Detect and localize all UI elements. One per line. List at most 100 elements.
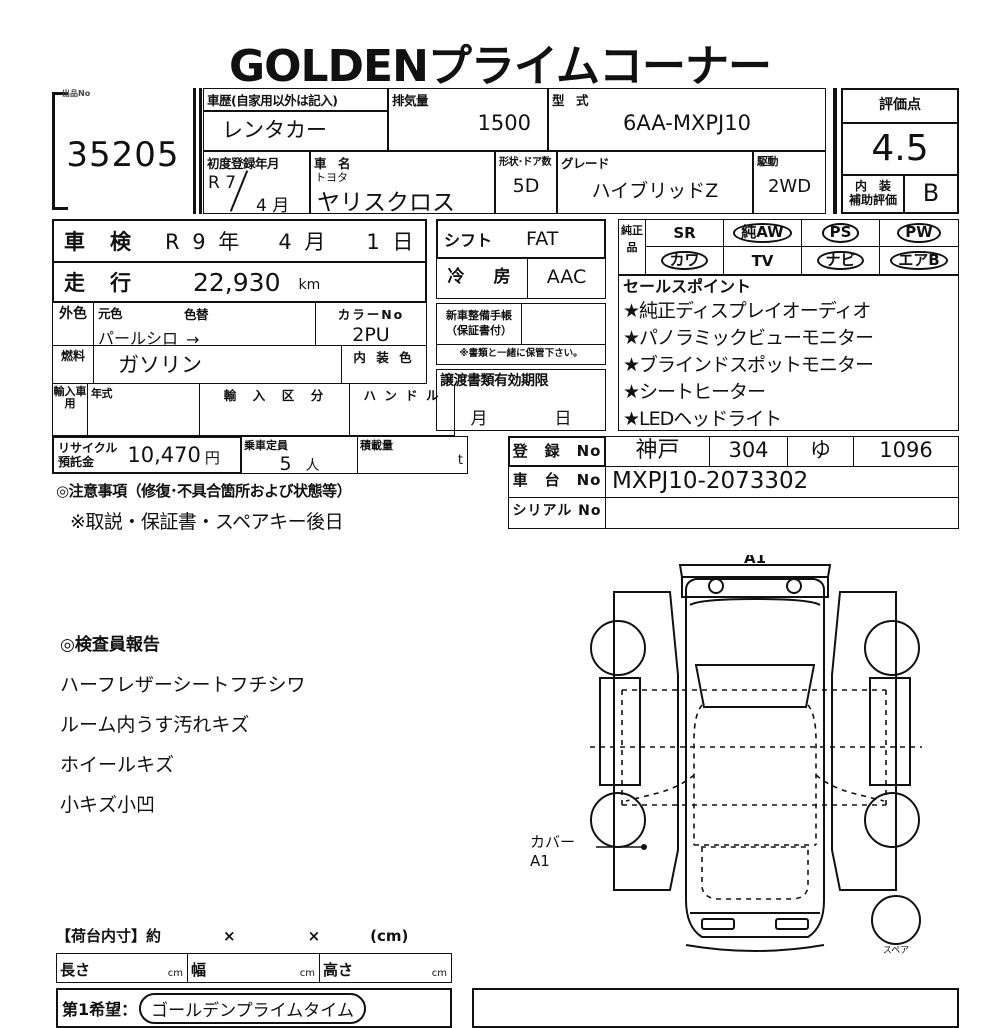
first-registration-month: 4 月 [256,196,290,216]
vehicle-name-label: 車 名 [314,156,351,171]
score-value: 4.5 [871,128,929,169]
wish-cell: 第1希望： ゴールデンプライムタイム [56,988,452,1028]
equipment-side-label: 純正品 [621,224,643,254]
mileage-label: 走 行 [64,271,133,295]
color-number-cell: カラーNo 2PU [316,303,427,346]
load-label: 積載量 [360,439,393,452]
notes-block: ◎注意事項（修復･不具合箇所および状態等） ※取説・保証書・スペアキー後日 [56,480,476,534]
service-manual-label-2: （保証書付） [446,324,512,337]
equipment-side-label-box: 純正品 [618,219,646,275]
chassis-label-box: 車 台 No [508,467,606,498]
color-number-value: 2PU [352,324,390,346]
mileage-cell: 走 行 22,930 km [52,263,427,303]
car-damage-diagram[interactable]: A1 スペア カバー A1 [530,555,980,975]
import-side-label: 輸入車用 [53,385,87,410]
bed-length-unit: cm [167,968,183,979]
bed-dimensions-block: 【荷台内寸】約 × × (cm) [56,925,476,946]
sales-point-item: ★純正ディスプレイオーディオ [623,300,871,322]
exterior-color-side-label: 外色 [59,306,87,322]
score-label: 評価点 [879,97,921,113]
equipment-ps-label: PS [821,223,860,243]
fuel-side-label-box: 燃料 [52,346,94,384]
wish-value: ゴールデンプライムタイム [139,992,366,1024]
grade-value: ハイブリッドZ [591,180,719,202]
registration-region: 神戸 [635,438,680,463]
recycle-value: 10,470 [127,443,201,467]
body-type-cell: 形状･ドア数 5D [495,151,557,214]
inspection-day: 1 日 [366,230,417,254]
displacement-label: 排気量 [392,93,429,108]
capacity-value: 5 [279,453,292,475]
equipment-tv-label: TV [751,251,774,270]
interior-score-label-1: 内 装 [854,179,891,193]
equipment-airbag[interactable]: エアB [880,247,959,275]
score-value-box: 4.5 [841,124,959,176]
bed-height-cell: 高さ cm [320,953,452,983]
load-cell: 積載量 t [358,436,468,474]
import-side-label-box: 輸入車用 [52,384,88,436]
model-code-cell: 型 式 6AA-MXPJ10 [548,88,826,151]
lot-caption: 出品No [62,89,91,98]
inspector-report-line: 小キズ小凹 [60,794,156,816]
ac-value-box: AAC [528,259,606,299]
registration-kana-box: ゆ [788,436,854,467]
transfer-docs-day: 日 [554,409,572,429]
body-type-label: 形状･ドア数 [499,157,552,168]
shift-cell: シフト FAT [436,219,606,259]
notes-line: ※取説・保証書・スペアキー後日 [70,511,344,533]
serial-label-box: シリアル No [508,498,606,529]
grade-cell: グレード ハイブリッドZ [557,151,753,214]
equipment-tv[interactable]: TV [724,247,802,275]
serial-value-box [606,498,959,529]
bed-height-label: 高さ [323,961,354,979]
equipment-leather[interactable]: カワ [646,247,724,275]
equipment-ps[interactable]: PS [802,219,880,247]
interior-score-value: B [922,179,940,207]
bed-width-label: 幅 [191,961,207,979]
sales-point-item: ★パノラミックビューモニター [623,327,874,349]
chassis-label: 車 台 No [512,471,602,489]
inspection-cell: 車 検 R 9 年 4 月 1 日 [52,219,427,263]
steering-label: ハ ン ド ル [363,388,441,403]
equipment-sr[interactable]: SR [646,219,724,247]
equipment-pw[interactable]: PW [880,219,959,247]
inspector-report-block: ◎検査員報告 ハーフレザーシートフチシワ ルーム内うす汚れキズ ホイールキズ 小… [60,630,305,825]
equipment-navi-label: ナビ [817,250,864,271]
sales-point-item: ★LEDヘッドライト [623,408,782,430]
bed-width-cell: 幅 cm [188,953,320,983]
load-unit: t [457,453,463,468]
model-code-label: 型 式 [552,93,589,108]
fuel-value-cell: ガソリン [94,346,342,384]
sales-point-item: ★シートヒーター [623,381,766,403]
color-change-arrow: → [186,330,200,349]
equipment-pw-label: PW [897,223,941,243]
registration-label: 登 録 No [512,442,602,460]
registration-serial: 1096 [879,438,933,462]
registration-class-box: 304 [710,436,788,467]
registration-region-box: 神戸 [606,436,710,467]
equipment-navi[interactable]: ナビ [802,247,880,275]
drive-cell: 駆動 2WD [753,151,826,214]
diagram-cover-label-2: A1 [530,852,550,870]
interior-score-value-box: B [905,176,959,214]
registration-label-box: 登 録 No [508,436,606,467]
import-year-label: 年式 [91,387,113,400]
inspector-report-line: ハーフレザーシートフチシワ [60,674,306,696]
recycle-unit: 円 [204,449,220,467]
equipment-leather-label: カワ [661,250,708,271]
capacity-unit: 人 [305,458,320,474]
service-manual-footnote-box: ※書類と一緒に保管下さい。 [436,345,606,365]
changed-color-label: 色替 [184,307,209,322]
first-registration-label: 初度登録年月 [207,156,280,171]
displacement-cell: 排気量 1500 [388,88,548,151]
history-value: レンタカー [222,118,327,142]
history-cell: 車歴(自家用以外は記入) レンタカー [203,88,388,151]
capacity-cell: 乗車定員 5 人 [242,436,358,475]
diagram-spare-label: スペア [883,946,909,956]
equipment-aw[interactable]: 純AW [724,219,802,247]
displacement-value: 1500 [477,111,531,135]
base-color-value: パールシロ [98,328,179,348]
vehicle-maker: トヨタ [315,171,348,184]
service-manual-value-box [522,303,606,345]
footer-right-box [472,988,959,1028]
